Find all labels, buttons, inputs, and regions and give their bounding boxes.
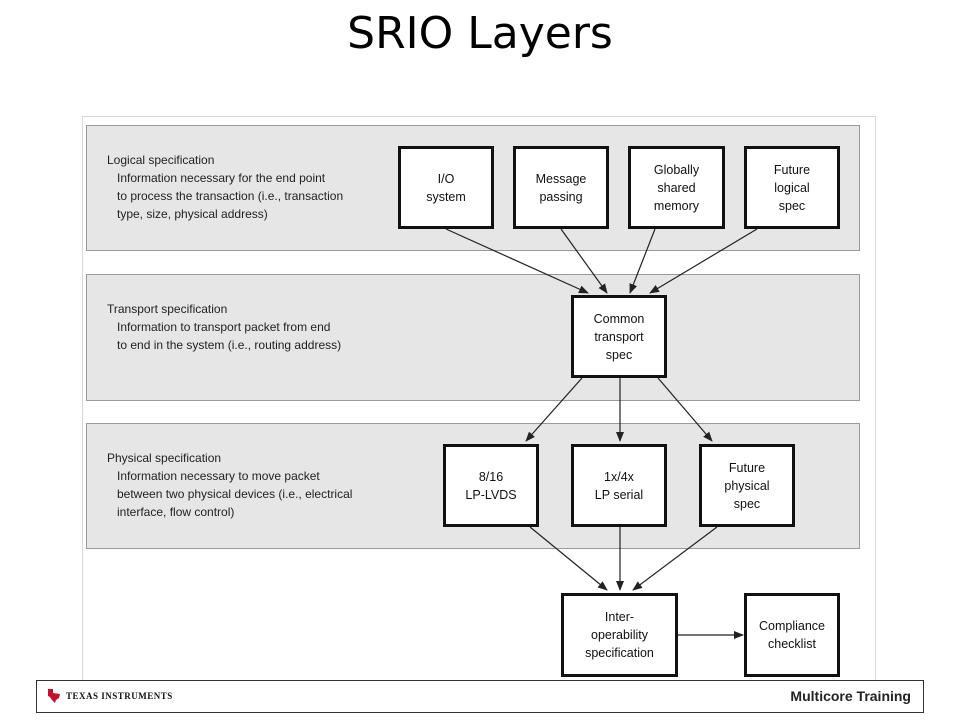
future-logical-spec-box: Future logical spec	[744, 146, 840, 229]
common-transport-spec-box: Common transport spec	[571, 295, 667, 378]
transport-layer-heading: Transport specification	[107, 302, 228, 316]
texas-state-icon	[48, 689, 60, 703]
slide-title: SRIO Layers	[347, 8, 613, 59]
transport-layer-description: Information to transport packet from end…	[117, 320, 342, 352]
compliance-checklist-box: Compliance checklist	[744, 593, 840, 677]
arrow-shared-memory-to-transport	[629, 228, 656, 294]
logical-layer-text: Logical specification Information necess…	[107, 151, 343, 223]
interoperability-specification-box: Inter- operability specification	[561, 593, 678, 677]
physical-layer-text: Physical specification Information neces…	[107, 449, 352, 521]
lp-lvds-box: 8/16 LP-LVDS	[443, 444, 539, 527]
transport-layer-text: Transport specification Information to t…	[107, 300, 341, 354]
arrow-transport-to-future-physical	[657, 377, 713, 442]
logical-layer-description: Information necessary for the end point …	[117, 171, 344, 221]
ti-logo: Texas Instruments	[47, 688, 173, 704]
arrow-lvds-to-interop	[529, 526, 608, 591]
arrow-transport-to-lvds	[525, 377, 583, 442]
message-passing-box: Message passing	[513, 146, 609, 229]
physical-layer-description: Information necessary to move packet bet…	[117, 469, 353, 519]
arrow-io-to-transport	[445, 228, 589, 294]
arrow-message-to-transport	[560, 228, 608, 294]
future-physical-spec-box: Future physical spec	[699, 444, 795, 527]
footer-bar: Texas Instruments Multicore Training	[36, 680, 924, 713]
arrow-future-physical-to-interop	[632, 526, 718, 591]
ti-logo-text: Texas Instruments	[66, 691, 173, 701]
globally-shared-memory-box: Globally shared memory	[628, 146, 725, 229]
lp-serial-box: 1x/4x LP serial	[571, 444, 667, 527]
arrow-future-logical-to-transport	[649, 228, 758, 294]
logical-layer-heading: Logical specification	[107, 153, 215, 167]
footer-title: Multicore Training	[790, 688, 911, 704]
transport-layer-band: Transport specification Information to t…	[86, 274, 860, 401]
physical-layer-heading: Physical specification	[107, 451, 222, 465]
io-system-box: I/O system	[398, 146, 494, 229]
